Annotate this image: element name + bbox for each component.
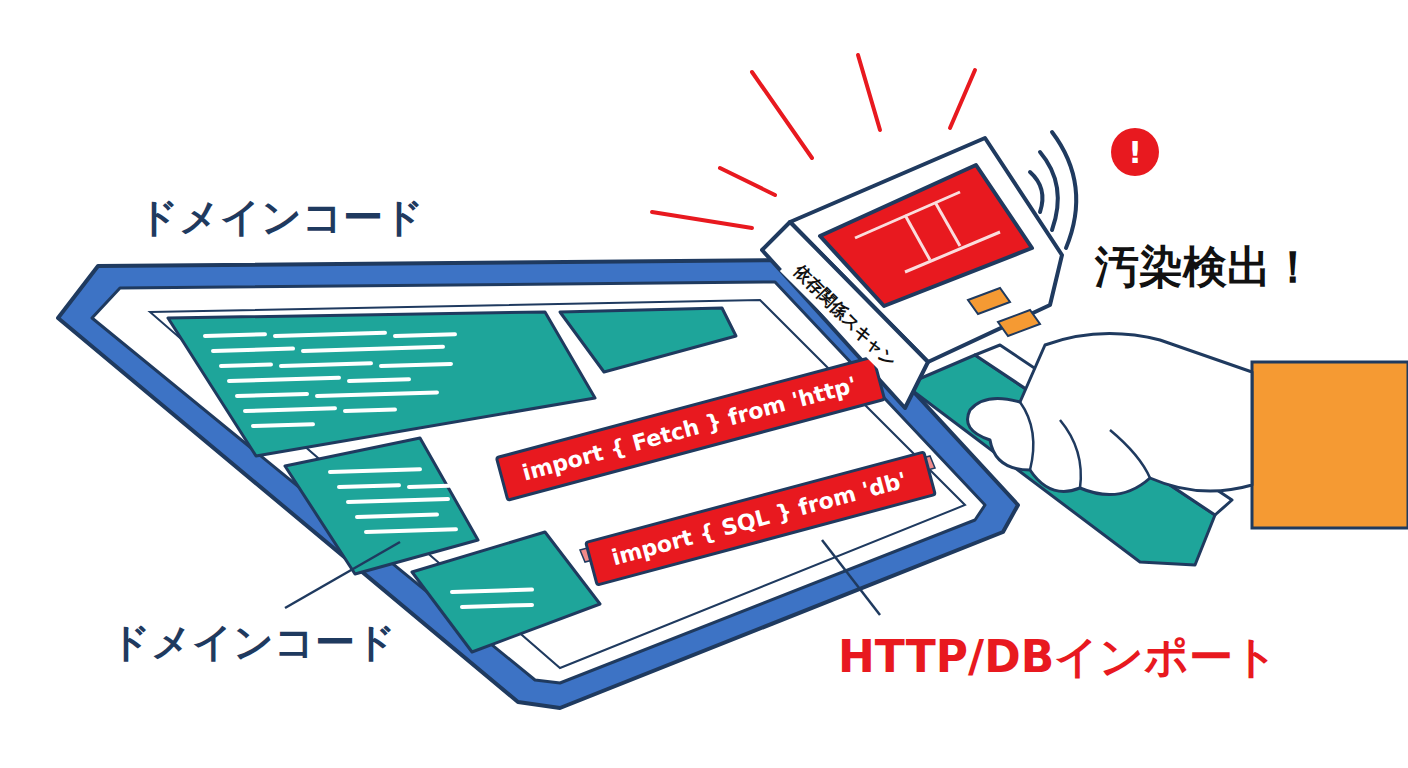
code-line — [381, 364, 451, 366]
code-line — [245, 408, 335, 411]
callout-label: HTTP/DBインポート — [838, 628, 1278, 687]
scanner-button — [968, 288, 1010, 314]
code-line — [452, 590, 532, 592]
alert-icon — [1111, 128, 1159, 176]
code-line — [366, 529, 456, 532]
code-block — [168, 312, 595, 456]
panel-frame — [150, 300, 965, 668]
sleeve — [1252, 362, 1408, 528]
code-line — [357, 515, 437, 517]
hand — [968, 334, 1253, 495]
code-line — [303, 347, 443, 351]
code-line — [213, 349, 293, 351]
code-lines — [205, 333, 532, 607]
code-line — [237, 394, 307, 396]
scanner-screen — [820, 165, 1032, 306]
code-line — [275, 333, 385, 336]
alert-mark: ! — [1128, 135, 1142, 170]
code-line — [395, 334, 455, 336]
code-line — [205, 334, 265, 336]
code-line — [345, 410, 395, 412]
code-line — [229, 378, 339, 381]
leader-line — [285, 542, 400, 608]
code-line — [462, 605, 532, 607]
code-line — [409, 486, 449, 487]
code-line — [349, 379, 409, 381]
code-block — [560, 308, 736, 372]
leader-line — [822, 540, 880, 615]
code-line — [253, 424, 313, 426]
finger-lines — [1020, 402, 1150, 488]
code-line — [330, 469, 420, 472]
scanner-button — [998, 310, 1040, 336]
region-label: ドメインコード — [110, 615, 396, 670]
screen-glare — [855, 192, 1000, 272]
region-label: ドメインコード — [138, 190, 424, 245]
code-line — [348, 499, 448, 502]
code-line — [317, 392, 437, 396]
code-line — [221, 365, 271, 367]
code-block — [412, 532, 600, 652]
code-line — [281, 363, 371, 366]
code-line — [339, 485, 399, 487]
alert-text: 汚染検出！ — [1095, 238, 1315, 297]
